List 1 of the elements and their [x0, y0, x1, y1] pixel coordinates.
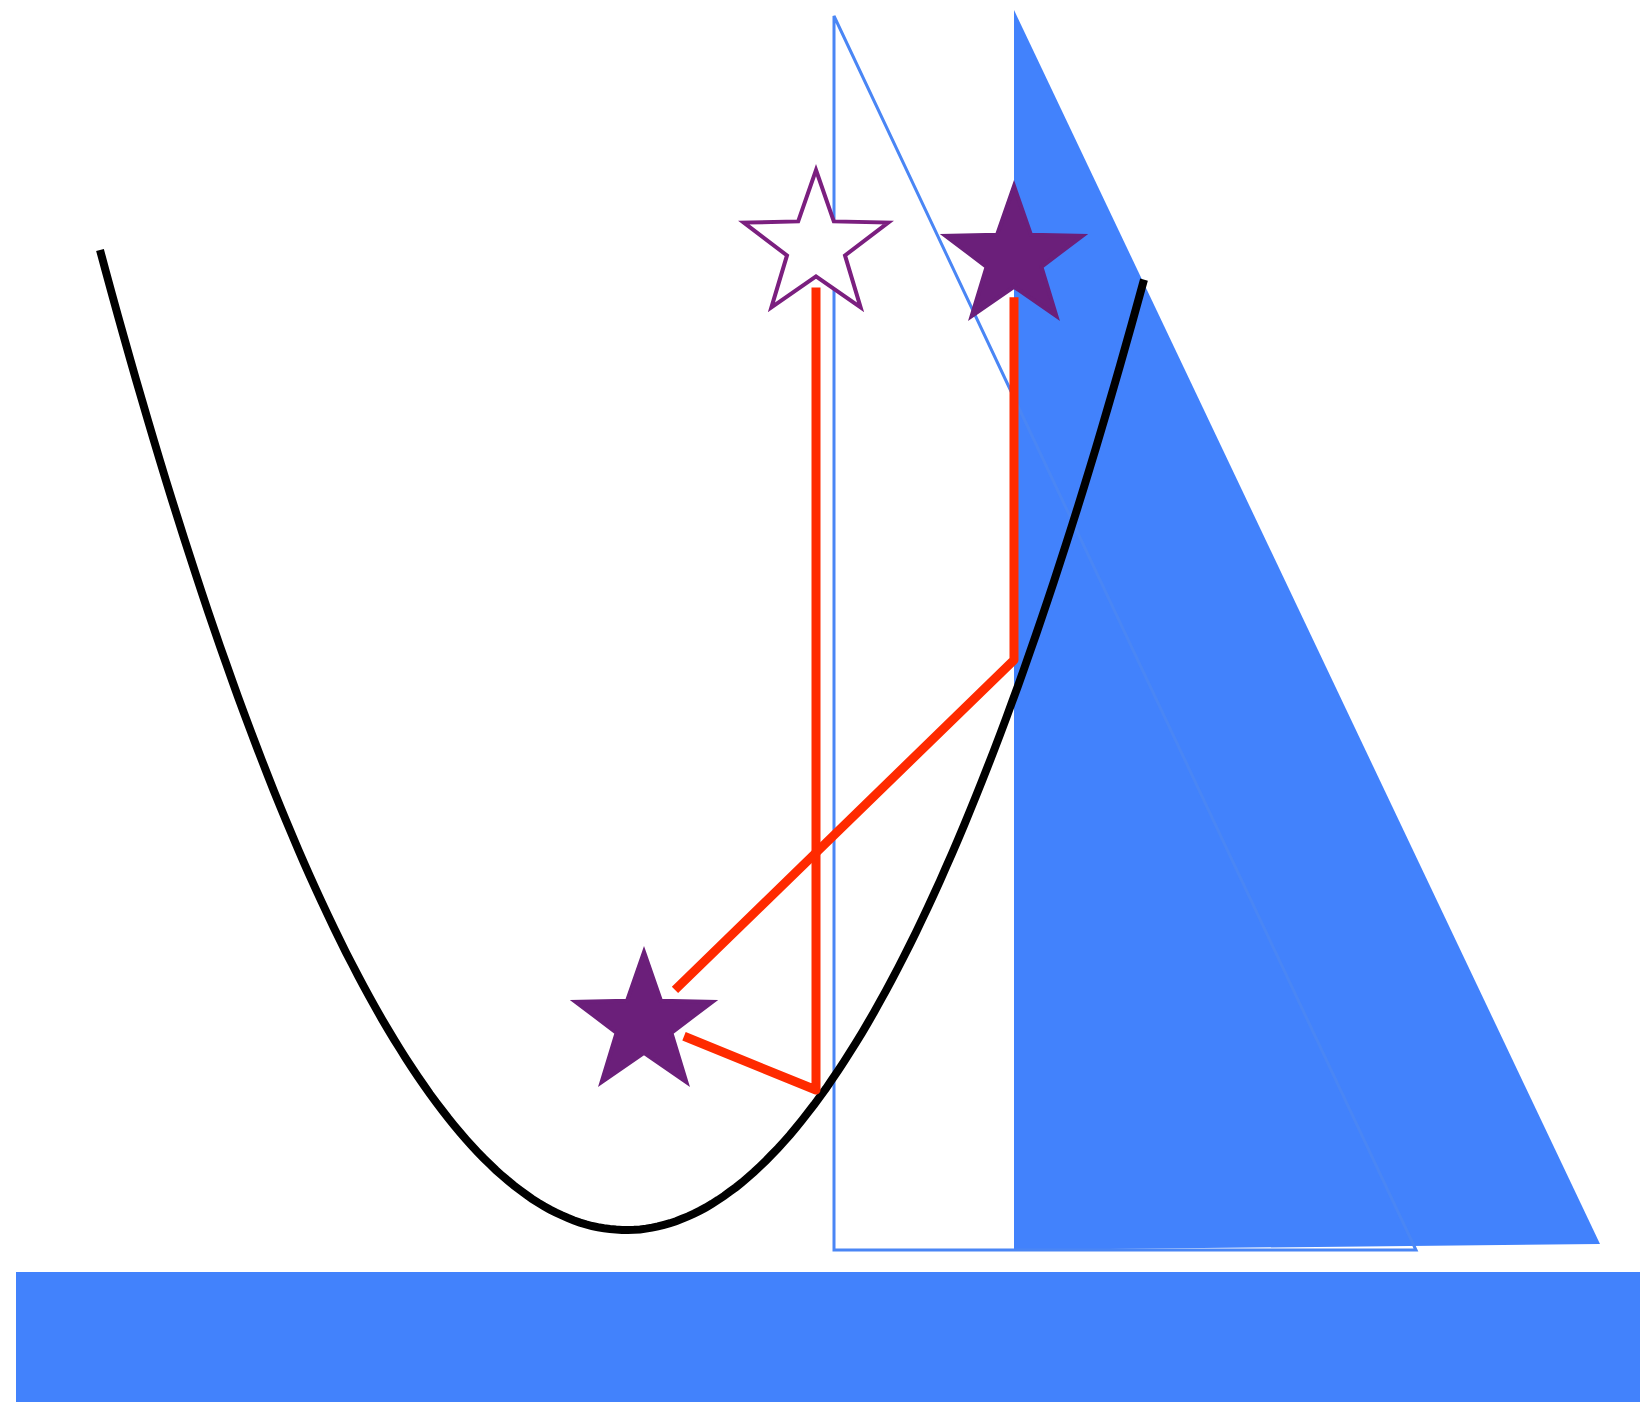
- connector-line: [682, 287, 821, 1095]
